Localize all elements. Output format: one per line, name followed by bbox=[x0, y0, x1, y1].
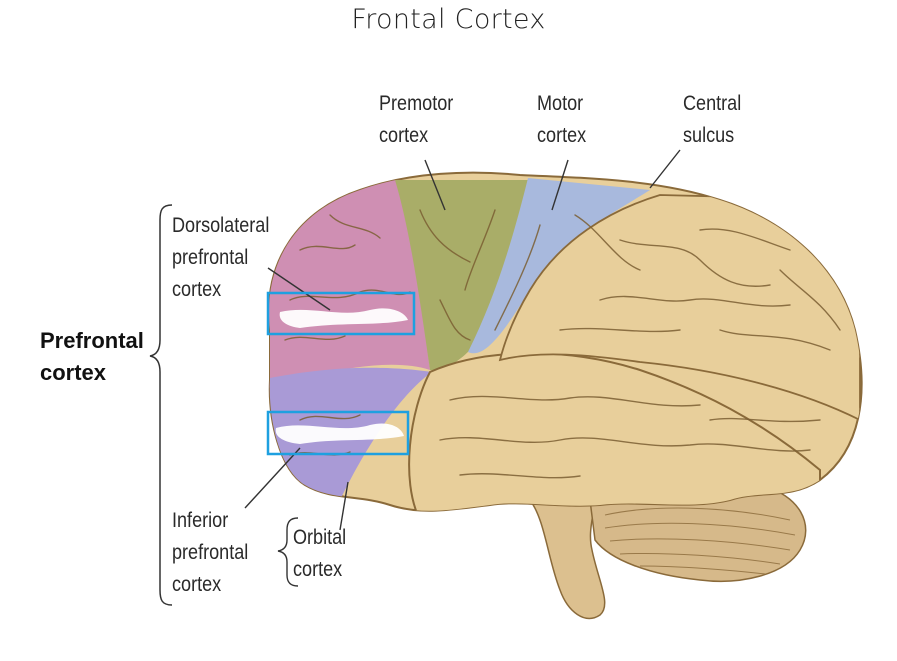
label-orbital-cortex: Orbital cortex bbox=[293, 526, 347, 581]
label-central-sulcus: Central sulcus bbox=[683, 92, 742, 147]
leader-premotor bbox=[424, 159, 446, 211]
leader-orbital bbox=[339, 481, 349, 531]
label-motor-cortex: Motor cortex bbox=[537, 92, 587, 147]
label-premotor-cortex: Premotor cortex bbox=[379, 92, 454, 147]
redaction-upper bbox=[279, 308, 408, 328]
inferior-orbital-bracket bbox=[277, 517, 299, 587]
page-title: Frontal Cortex bbox=[351, 4, 546, 35]
leader-inferior bbox=[244, 447, 301, 509]
brainstem bbox=[528, 494, 606, 620]
prefrontal-bracket bbox=[149, 204, 173, 606]
label-dorsolateral-prefrontal-cortex: Dorsolateral prefrontal cortex bbox=[172, 214, 270, 301]
leader-central-sulcus bbox=[649, 149, 681, 189]
highlight-box-upper bbox=[266, 291, 416, 336]
label-inferior-prefrontal-cortex: Inferior prefrontal cortex bbox=[172, 509, 249, 596]
parietal-lobe bbox=[498, 194, 861, 422]
leader-dorsolateral bbox=[267, 267, 331, 311]
label-prefrontal-cortex: Prefrontal cortex bbox=[40, 328, 144, 385]
highlight-box-lower bbox=[266, 410, 410, 456]
leader-motor bbox=[551, 159, 569, 211]
redaction-lower bbox=[275, 423, 404, 444]
motor-region bbox=[468, 178, 650, 354]
